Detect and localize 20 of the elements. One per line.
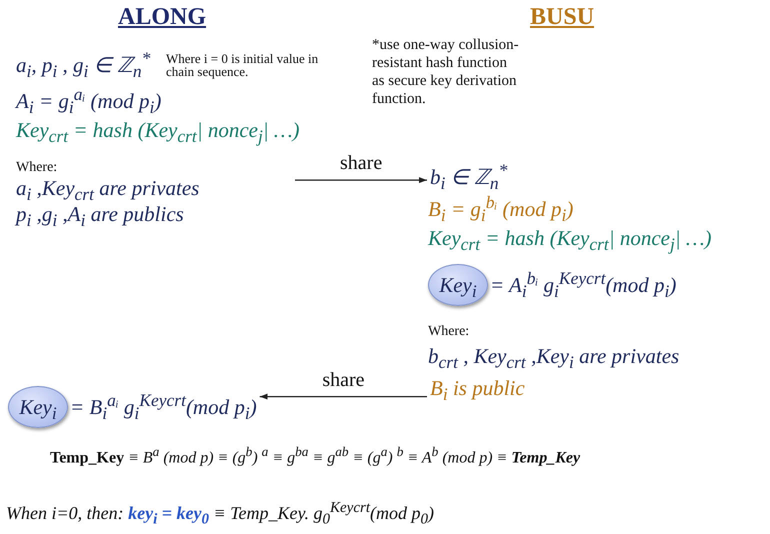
formula-text: B$_{i}$ = g$_{i}$$^{bᵢ}$ (mod p$_{i}$) xyxy=(428,192,574,226)
formula-text: Key$_{crt}$ = hash (Key$_{crt}$| nonce$_{j}$| …) xyxy=(428,226,712,256)
formula-text: = A$_{i}$$^{bᵢ}$ g$_{i}$$^{Keycrt}$(mod p$_{i}$) xyxy=(490,272,676,297)
equation-text: When i=0, then: key$_{i}$ = key$_{0}$ ≡ Temp_Key. g$_{0}$$^{Keycrt}$(mod p$_{0}$) xyxy=(6,500,434,529)
formula-text: A$_{i}$ = g$_{i}$$^{aᵢ}$ (mod p$_{i}$) xyxy=(16,84,162,118)
formula-text: Key$_{crt}$ = hash (Key$_{crt}$| nonce$_{j}$| …) xyxy=(16,118,300,148)
arrow xyxy=(295,177,427,184)
formula-text: b$_{crt}$ , Key$_{crt}$ ,Key$_{i}$ are privates xyxy=(428,344,680,374)
key-ellipse: Key$_{i}$ xyxy=(8,386,68,428)
key-ellipse: Key$_{i}$ xyxy=(428,264,488,306)
where-text: Where: xyxy=(16,160,58,176)
note-text: *use one-way collusion-resistant hash function as secure key derivation function. xyxy=(372,36,520,108)
equation-text: Temp_Key ≡ B$^{a}$ (mod p) ≡ (g$^{b}$) $^{a}$ ≡ g$^{ba}$ ≡ g$^{ab}$ ≡ (g$^{a}$) $^{b}$ ≡ A$^{b}$ (mod p) ≡ Temp_Key xyxy=(50,444,580,468)
note-text: Where i = 0 is initial value in chain sequence. xyxy=(166,52,320,78)
heading: ALONG xyxy=(118,4,206,31)
formula-text: = B$_{i}$$^{aᵢ}$ g$_{i}$$^{Keycrt}$(mod p$_{i}$) xyxy=(70,394,257,419)
heading: BUSU xyxy=(530,4,594,31)
arrow xyxy=(260,394,427,400)
where-text: Where: xyxy=(428,324,470,340)
formula-text: B$_{i}$ is public xyxy=(430,376,525,406)
